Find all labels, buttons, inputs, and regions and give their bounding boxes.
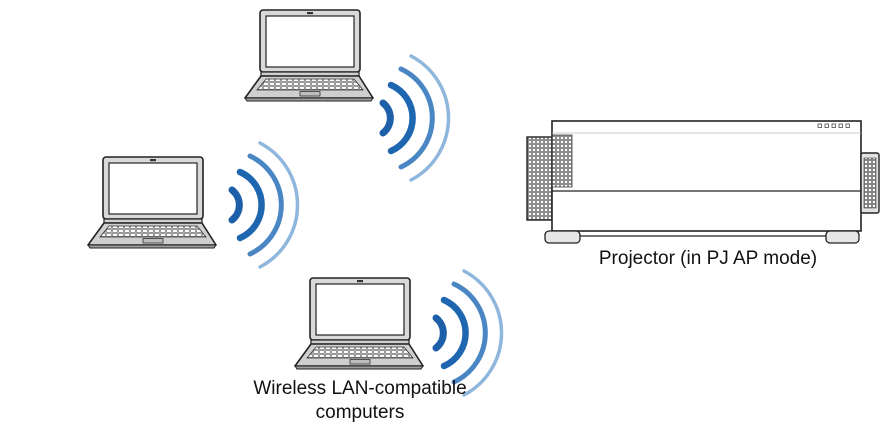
projector-label: Projector (in PJ AP mode) (598, 248, 818, 269)
wifi-signal-icon (383, 56, 449, 180)
laptop-icon (87, 156, 217, 249)
wifi-signal-top (383, 56, 449, 180)
projector (526, 120, 880, 244)
laptop-icon (294, 277, 424, 370)
projector-icon (526, 120, 880, 244)
computers-label-line1: Wireless LAN-compatible (253, 378, 467, 399)
wifi-signal-left (232, 143, 298, 267)
laptop-bottom (294, 277, 424, 370)
computers-label-line2: computers (315, 402, 405, 423)
wifi-signal-icon (232, 143, 298, 267)
laptop-top (244, 9, 374, 102)
laptop-icon (244, 9, 374, 102)
laptop-left (87, 156, 217, 249)
computers-label: Wireless LAN-compatible computers (210, 377, 510, 425)
